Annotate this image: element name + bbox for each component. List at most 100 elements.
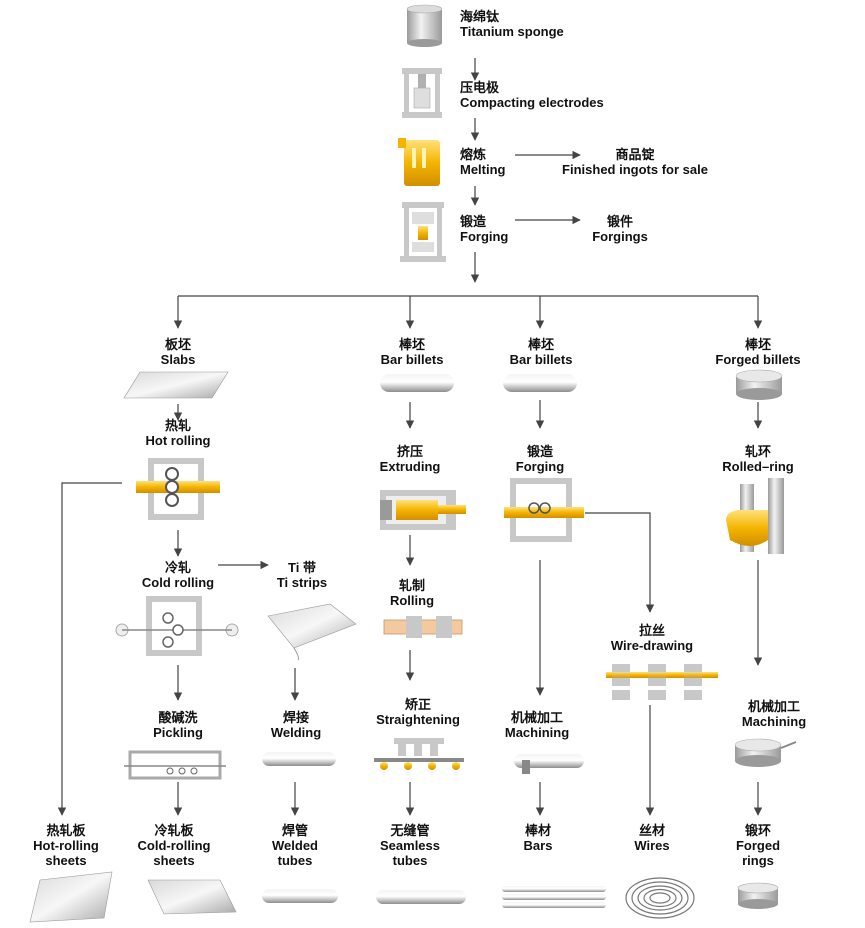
node-straightening: 矫正 Straightening xyxy=(376,697,460,727)
label-en: Cold rolling xyxy=(141,575,215,590)
label-zh: 机械加工 xyxy=(510,710,563,725)
node-rolled-ring: 轧环 Rolled–ring xyxy=(722,444,794,474)
label-en: Rolling xyxy=(389,593,435,608)
label-en: Ti strips xyxy=(276,575,328,590)
label-zh: 焊管 xyxy=(281,823,308,838)
label-zh: 锻造 xyxy=(526,444,554,459)
node-forged-rings: 锻环 Forged rings xyxy=(736,823,780,868)
forged-billet-icon xyxy=(735,369,783,400)
label-en: Pickling xyxy=(153,725,203,740)
label-zh: 棒坯 xyxy=(527,337,555,352)
forged-ring-icon xyxy=(737,882,779,909)
node-compacting-electrodes: 压电极 Compacting electrodes xyxy=(460,80,604,110)
label-en: Cold-rolling xyxy=(137,838,211,853)
bar-billet-icon xyxy=(503,374,577,392)
label-zh: Ti 带 xyxy=(288,560,316,575)
label-en: Extruding xyxy=(379,459,441,474)
straightening-machine-icon xyxy=(374,738,464,770)
node-bars: 棒材 Bars xyxy=(524,823,553,853)
node-machining-bar: 机械加工 Machining xyxy=(505,710,569,740)
label-en: Machining xyxy=(741,714,807,729)
label-en: Compacting electrodes xyxy=(460,95,604,110)
slab-icon xyxy=(123,371,229,399)
label-zh: 无缝管 xyxy=(390,823,430,838)
bars-icon xyxy=(502,886,606,908)
node-welding: 焊接 Welding xyxy=(271,710,321,740)
node-extruding: 挤压 Extruding xyxy=(380,444,441,474)
label-en: Welded xyxy=(272,838,318,853)
label-zh: 机械加工 xyxy=(747,699,800,714)
node-rolling: 轧制 Rolling xyxy=(390,578,434,608)
label-en: Bar billets xyxy=(509,352,573,367)
label-zh: 热轧板 xyxy=(46,823,86,838)
machined-ring-icon xyxy=(734,738,797,767)
label-zh: 冷轧 xyxy=(164,560,191,575)
cold-rolling-sheet-icon xyxy=(147,879,237,915)
node-wires: 丝材 Wires xyxy=(634,823,669,853)
ti-strip-icon xyxy=(267,603,357,661)
node-ti-strips: Ti 带 Ti strips xyxy=(277,560,327,590)
label-zh: 棒坯 xyxy=(744,337,772,352)
node-machining-ring: 机械加工 Machining xyxy=(742,699,806,729)
label-zh: 冷轧板 xyxy=(154,823,194,838)
label-en: Machining xyxy=(504,725,570,740)
welded-tube-icon xyxy=(262,889,338,903)
node-forging-top: 锻造 Forging xyxy=(460,214,508,244)
label-zh: 丝材 xyxy=(638,823,666,838)
label-zh: 压电极 xyxy=(460,80,500,95)
label-en: tubes xyxy=(392,853,428,868)
node-welded-tubes: 焊管 Welded tubes xyxy=(272,823,318,868)
node-forging-bar: 锻造 Forging xyxy=(516,444,564,474)
rolled-ring-icon xyxy=(726,478,784,554)
label-en: Wires xyxy=(634,838,670,853)
label-zh: 熔炼 xyxy=(460,147,487,162)
hot-rolling-sheet-icon xyxy=(29,871,113,923)
label-en: Slabs xyxy=(160,352,196,367)
label-en: Wire-drawing xyxy=(610,638,694,653)
rolling-icon xyxy=(383,616,463,638)
label-zh: 挤压 xyxy=(396,444,424,459)
melting-furnace-icon xyxy=(398,138,440,186)
label-zh: 锻造 xyxy=(460,214,487,229)
titanium-sponge-icon xyxy=(406,4,443,47)
label-zh: 矫正 xyxy=(404,697,431,712)
welded-pipe-icon xyxy=(262,752,336,766)
label-zh: 酸碱洗 xyxy=(158,710,198,725)
node-forgings: 锻件 Forgings xyxy=(592,214,648,244)
label-en: Forged xyxy=(735,838,781,853)
label-en: Forging xyxy=(515,459,565,474)
label-en: Titanium sponge xyxy=(460,24,564,39)
node-wire-drawing: 拉丝 Wire-drawing xyxy=(611,623,693,653)
label-zh: 锻件 xyxy=(606,214,634,229)
label-zh: 商品锭 xyxy=(615,147,655,162)
label-en: Melting xyxy=(460,162,506,177)
forging-press-icon xyxy=(504,478,584,542)
compacting-press-icon xyxy=(402,68,442,118)
label-zh: 焊接 xyxy=(282,710,309,725)
node-seamless-tubes: 无缝管 Seamless tubes xyxy=(380,823,440,868)
node-forged-billets: 棒坯 Forged billets xyxy=(715,337,800,367)
label-en: Seamless xyxy=(380,838,440,853)
label-en: Hot-rolling xyxy=(33,838,99,853)
node-hot-rolling: 热轧 Hot rolling xyxy=(146,418,211,448)
node-bar-billets-2: 棒坯 Bar billets xyxy=(510,337,573,367)
label-en: Hot rolling xyxy=(145,433,211,448)
label-zh: 轧制 xyxy=(398,578,426,593)
node-melting: 熔炼 Melting xyxy=(460,147,506,177)
node-pickling: 酸碱洗 Pickling xyxy=(153,710,203,740)
seamless-tube-icon xyxy=(376,890,466,904)
hot-rolling-mill-icon xyxy=(136,458,220,520)
wire-coil-icon xyxy=(625,877,695,919)
label-en: sheets xyxy=(153,853,195,868)
label-zh: 海绵钛 xyxy=(460,9,500,24)
extrusion-press-icon xyxy=(380,490,466,530)
node-bar-billets-1: 棒坯 Bar billets xyxy=(381,337,444,367)
node-slabs: 板坯 Slabs xyxy=(161,337,196,367)
label-zh: 锻环 xyxy=(744,823,771,838)
node-cold-rolling: 冷轧 Cold rolling xyxy=(142,560,214,590)
label-en: Rolled–ring xyxy=(722,459,794,474)
cold-rolling-mill-icon xyxy=(115,596,239,656)
node-cold-rolling-sheets: 冷轧板 Cold-rolling sheets xyxy=(138,823,211,868)
label-en: sheets xyxy=(45,853,87,868)
